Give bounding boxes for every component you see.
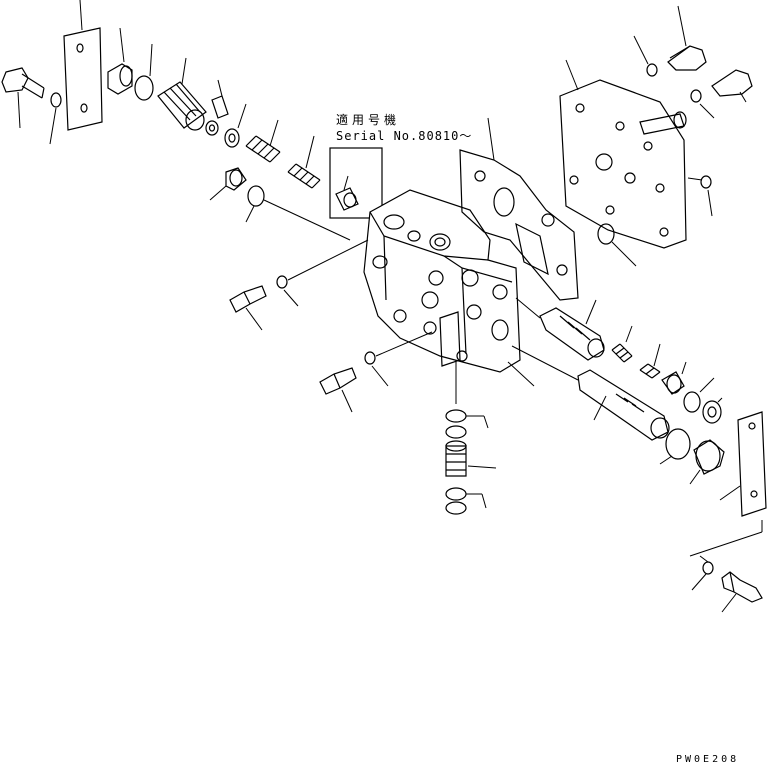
applicable-machines-label: 適用号機 <box>336 112 400 127</box>
seat-bottom-1 <box>445 425 467 439</box>
bolt-left-top <box>1 67 45 129</box>
serial-number-label: Serial No.80810～ <box>336 129 472 143</box>
washer-right-top-1 <box>633 35 658 77</box>
washer-left-lower <box>364 331 433 387</box>
spring-left-2 <box>287 135 321 189</box>
plug-middle <box>209 167 247 201</box>
seat-bottom-2 <box>445 501 467 515</box>
cover-plate-left <box>63 0 103 131</box>
o-ring-bottom-2 <box>445 487 487 509</box>
gasket-center <box>459 117 579 301</box>
o-ring-bottom-1 <box>445 409 489 429</box>
pin-left <box>211 79 229 119</box>
cover-plate-right <box>689 411 767 557</box>
valve-body <box>363 189 535 387</box>
serial-annotation: 適用号機 Serial No.80810～ <box>329 112 472 219</box>
ring-left <box>205 120 219 136</box>
spool-left <box>157 57 207 131</box>
washer-right-top-2 <box>690 89 715 119</box>
plug-right-lower-3 <box>689 439 725 485</box>
bolt-right-bottom <box>721 571 763 613</box>
spool-bottom <box>445 440 497 477</box>
spring-right-1 <box>611 325 633 363</box>
pin-right-cover <box>639 111 687 135</box>
annotation-box <box>329 147 383 219</box>
bolt-left-lower <box>319 367 357 413</box>
washer-right-bottom <box>691 555 714 591</box>
spool-right-lower <box>511 345 670 441</box>
bolt-right-top-1 <box>667 5 707 71</box>
cover-right <box>559 59 687 249</box>
bolt-left-middle <box>229 285 267 331</box>
o-ring-right-lower-2 <box>659 428 691 465</box>
washer-left-top <box>49 92 62 145</box>
annotation-part <box>335 187 359 211</box>
o-ring-right-cover <box>597 223 637 267</box>
plug-right-lower-1 <box>661 361 687 395</box>
bolt-right-top-2 <box>711 69 753 103</box>
spring-left-1 <box>245 119 281 163</box>
o-ring-middle <box>245 185 351 241</box>
plug-right-cover <box>687 175 713 217</box>
plug-left <box>107 27 133 95</box>
spool-right-upper <box>515 297 605 361</box>
figure-code: PW0E208 <box>676 754 739 765</box>
washer-left-middle <box>276 239 369 307</box>
spring-right-2 <box>639 343 661 379</box>
seat-left <box>224 103 247 148</box>
plug-right-lower-2 <box>702 397 723 424</box>
o-ring-left <box>134 43 154 101</box>
o-ring-right-lower-1 <box>683 377 715 413</box>
